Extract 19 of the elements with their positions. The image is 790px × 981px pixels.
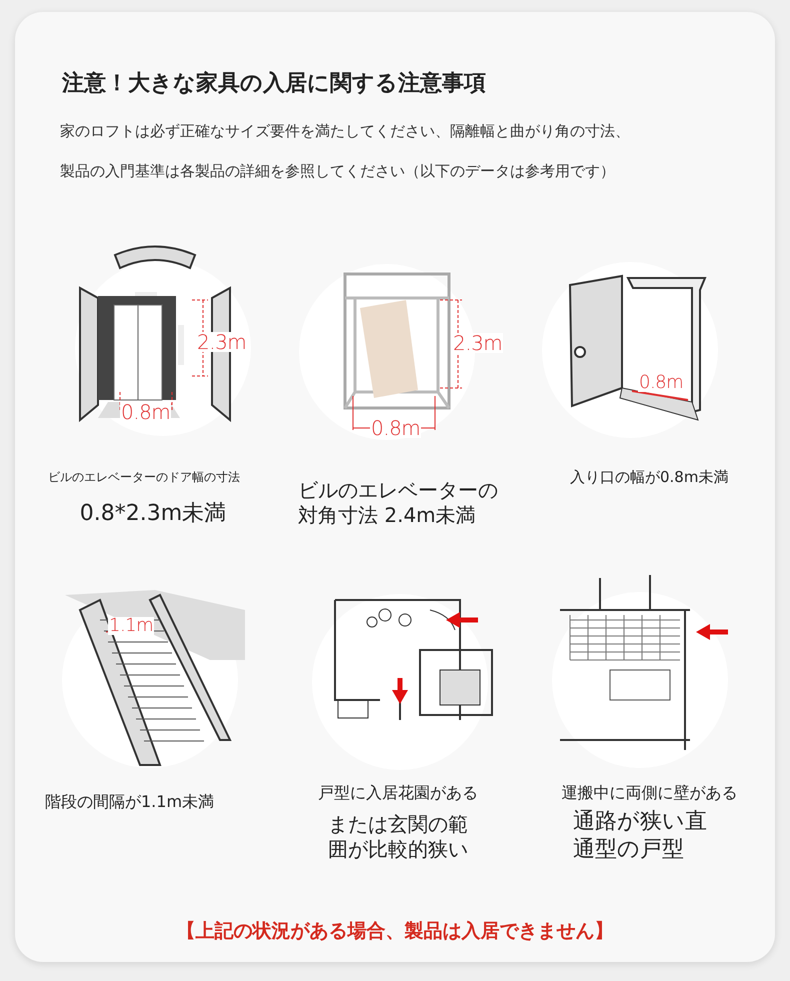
- dimension-label: 1.1m: [108, 617, 154, 635]
- dimension-label: 2.3m: [452, 333, 504, 353]
- dimension-label: 2.3m: [196, 332, 248, 352]
- caption-text: 戸型に入居花園がある: [317, 783, 479, 803]
- dimension-label: 0.8m: [370, 418, 422, 438]
- caption-text: 運搬中に両側に壁がある: [560, 783, 738, 803]
- caption-text: 0.8*2.3m未満: [78, 500, 228, 528]
- caption-text: ビルのエレベーターの対角寸法 2.4m未満: [298, 478, 499, 528]
- warning-text: 【上記の状況がある場合、製品は入居できません】: [176, 920, 614, 944]
- dimension-label: 0.8m: [120, 402, 172, 422]
- intro-text: 家のロフトは必ず正確なサイズ要件を満たしてください、隔離幅と曲がり角の寸法、: [60, 122, 631, 141]
- caption-text: ビルのエレベーターのドア幅の寸法: [48, 470, 241, 485]
- caption-text: または玄関の範囲が比較的狭い: [327, 812, 469, 862]
- caption-text: 階段の間隔が1.1m未満: [45, 792, 216, 812]
- intro-text: 製品の入門基準は各製品の詳細を参照してください（以下のデータは参考用です）: [60, 162, 616, 181]
- caption-text: 入り口の幅が0.8m未満: [570, 468, 730, 487]
- dimension-label: 0.8m: [638, 374, 684, 392]
- caption-text: 通路が狭い直通型の戸型: [573, 808, 708, 863]
- heading: 注意！大きな家具の入居に関する注意事項: [62, 70, 486, 98]
